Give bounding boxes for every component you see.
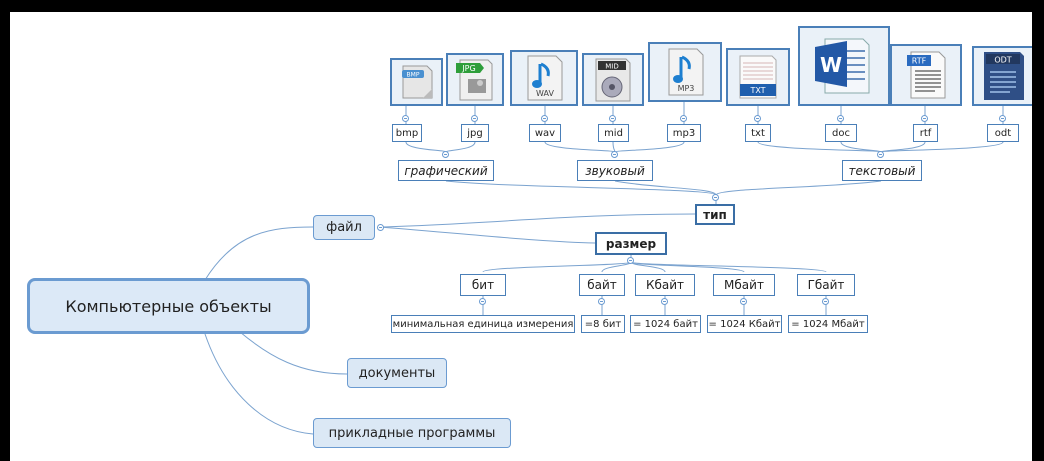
collapse-toggle-gigabyte[interactable] <box>822 298 829 305</box>
unit-megabyte[interactable]: Мбайт <box>713 274 775 296</box>
unit-bit[interactable]: бит <box>460 274 506 296</box>
collapse-toggle-graphic[interactable] <box>442 151 449 158</box>
collapse-toggle-doc[interactable] <box>837 115 844 122</box>
collapse-toggle-sound[interactable] <box>611 151 618 158</box>
format-mp3[interactable]: mp3 <box>667 124 701 142</box>
jpg-file-icon[interactable]: JPG <box>446 53 504 106</box>
unit-gigabyte[interactable]: Гбайт <box>797 274 855 296</box>
svg-text:MID: MID <box>605 62 619 70</box>
bmp-file-icon[interactable]: BMP <box>390 58 443 106</box>
category-graphic[interactable]: графический <box>398 160 494 181</box>
odt-file-icon[interactable]: ODT <box>972 46 1032 106</box>
collapse-toggle-mp3[interactable] <box>680 115 687 122</box>
svg-text:TXT: TXT <box>749 86 765 95</box>
collapse-toggle-bit[interactable] <box>479 298 486 305</box>
unit-byte[interactable]: байт <box>579 274 625 296</box>
format-txt[interactable]: txt <box>745 124 771 142</box>
svg-text:BMP: BMP <box>406 72 419 79</box>
category-text[interactable]: текстовый <box>842 160 922 181</box>
branch-documents[interactable]: документы <box>347 358 447 388</box>
wav-file-icon[interactable]: WAV <box>510 50 578 106</box>
collapse-toggle-kilobyte[interactable] <box>661 298 668 305</box>
format-bmp[interactable]: bmp <box>392 124 422 142</box>
value-bit[interactable]: минимальная единица измерения <box>391 315 575 333</box>
collapse-toggle-byte[interactable] <box>598 298 605 305</box>
format-odt[interactable]: odt <box>987 124 1019 142</box>
mid-file-icon[interactable]: MID <box>582 53 644 106</box>
format-jpg[interactable]: jpg <box>461 124 489 142</box>
collapse-toggle-file[interactable] <box>377 224 384 231</box>
format-wav[interactable]: wav <box>529 124 561 142</box>
collapse-toggle-mid[interactable] <box>609 115 616 122</box>
collapse-toggle-jpg[interactable] <box>471 115 478 122</box>
collapse-toggle-odt[interactable] <box>999 115 1006 122</box>
svg-text:RTF: RTF <box>912 57 927 66</box>
txt-file-icon[interactable]: TXT <box>726 48 790 106</box>
collapse-toggle-wav[interactable] <box>541 115 548 122</box>
svg-text:JPG: JPG <box>461 64 475 73</box>
collapse-toggle-text[interactable] <box>877 151 884 158</box>
collapse-toggle-type[interactable] <box>712 194 719 201</box>
collapse-toggle-rtf[interactable] <box>921 115 928 122</box>
type-node[interactable]: тип <box>695 204 735 225</box>
value-gigabyte[interactable]: = 1024 Мбайт <box>788 315 868 333</box>
collapse-toggle-txt[interactable] <box>754 115 761 122</box>
category-sound[interactable]: звуковый <box>577 160 653 181</box>
format-doc[interactable]: doc <box>825 124 857 142</box>
collapse-toggle-size[interactable] <box>627 257 634 264</box>
doc-file-icon[interactable]: W <box>798 26 890 106</box>
collapse-toggle-bmp[interactable] <box>402 115 409 122</box>
value-byte[interactable]: =8 бит <box>581 315 625 333</box>
svg-text:W: W <box>820 53 842 77</box>
collapse-toggle-megabyte[interactable] <box>740 298 747 305</box>
size-node[interactable]: размер <box>595 232 667 255</box>
svg-text:WAV: WAV <box>536 89 554 98</box>
value-megabyte[interactable]: = 1024 Кбайт <box>707 315 782 333</box>
svg-text:MP3: MP3 <box>678 84 695 93</box>
mp3-file-icon[interactable]: MP3 <box>648 42 722 102</box>
format-mid[interactable]: mid <box>598 124 629 142</box>
format-rtf[interactable]: rtf <box>913 124 938 142</box>
value-kilobyte[interactable]: = 1024 байт <box>630 315 701 333</box>
svg-text:ODT: ODT <box>994 56 1011 65</box>
rtf-file-icon[interactable]: RTF <box>890 44 962 106</box>
mindmap-canvas: BMP JPG WAV MID MP3 TXT W RTF ODT bmp jp… <box>10 12 1032 461</box>
root-node[interactable]: Компьютерные объекты <box>27 278 310 334</box>
branch-applications[interactable]: прикладные программы <box>313 418 511 448</box>
unit-kilobyte[interactable]: Кбайт <box>635 274 695 296</box>
branch-file[interactable]: файл <box>313 215 375 240</box>
